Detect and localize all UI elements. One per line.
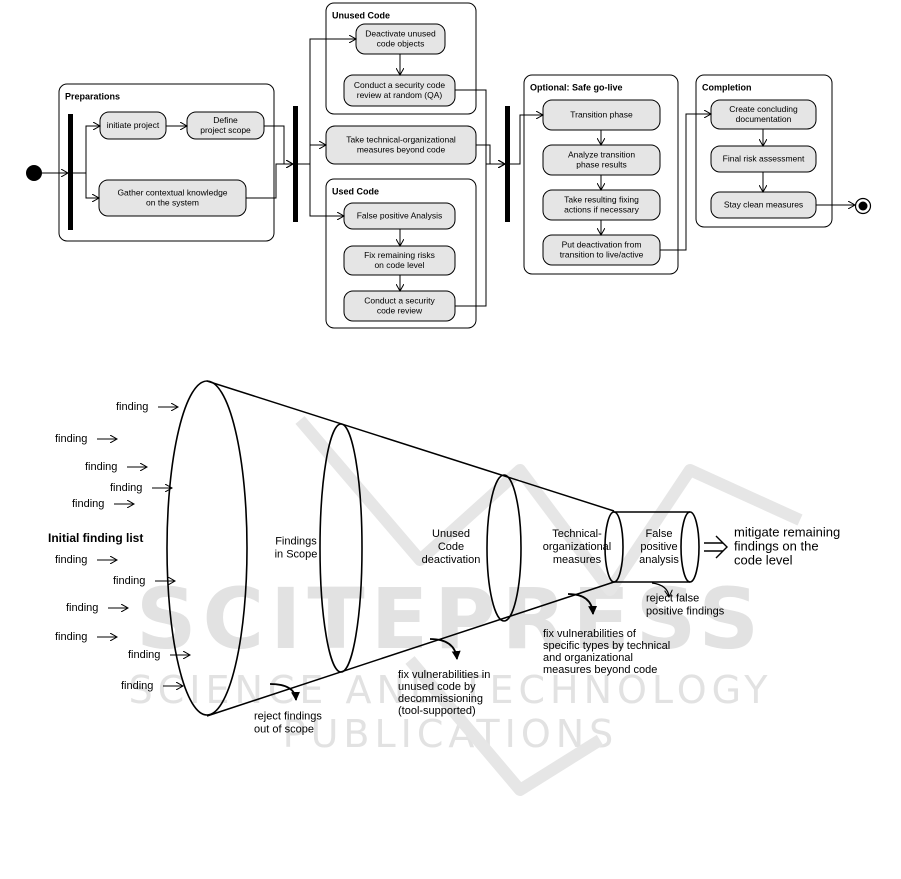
finding-label: finding bbox=[72, 498, 104, 510]
funnel-bottom-edge bbox=[206, 581, 615, 717]
flow-fork-unused bbox=[298, 39, 356, 165]
finding-label: finding bbox=[55, 554, 87, 566]
finding-label: finding bbox=[121, 680, 153, 692]
finding-label: finding bbox=[66, 602, 98, 614]
finding-label: finding bbox=[116, 401, 148, 413]
arrow-reject-false bbox=[651, 582, 669, 597]
arrow-fix-tech bbox=[567, 593, 598, 615]
action-final-risk-label: Final risk assessment bbox=[723, 153, 805, 163]
group-safe-go-live-title: Optional: Safe go-live bbox=[530, 82, 623, 92]
watermark-shape bbox=[295, 416, 803, 796]
end-node-inner bbox=[858, 201, 868, 211]
fork-bar-3 bbox=[505, 106, 510, 222]
action-false-positive-label: False positive Analysis bbox=[357, 210, 443, 220]
funnel-top-edge bbox=[206, 380, 615, 512]
flow-fork-transition bbox=[510, 115, 543, 165]
ellipse-unused bbox=[486, 474, 522, 622]
finding-label: finding bbox=[55, 433, 87, 445]
flow-fork-used bbox=[309, 164, 344, 216]
finding-label: finding bbox=[55, 631, 87, 643]
action-initiate-project-label: initiate project bbox=[107, 120, 160, 130]
fork-bar-2 bbox=[293, 106, 298, 222]
flow-tech-join bbox=[476, 144, 505, 164]
action-transition-phase-label: Transition phase bbox=[570, 109, 633, 119]
arrow-fix-unused bbox=[429, 638, 461, 660]
group-preparations bbox=[58, 83, 275, 242]
fork-bar-1 bbox=[68, 114, 73, 230]
flow-fork-initiate bbox=[73, 126, 100, 174]
initial-finding-list: Initial finding list bbox=[48, 531, 143, 545]
action-stay-clean-label: Stay clean measures bbox=[724, 199, 803, 209]
flow-gather-join bbox=[246, 164, 293, 199]
group-completion-title: Completion bbox=[702, 82, 752, 92]
group-preparations-title: Preparations bbox=[65, 91, 120, 101]
flow-used-join bbox=[455, 164, 505, 307]
group-unused-code-title: Unused Code bbox=[332, 10, 390, 20]
finding-label: finding bbox=[128, 649, 160, 661]
ellipse-initial bbox=[166, 380, 248, 716]
group-used-code-title: Used Code bbox=[332, 186, 379, 196]
ellipse-tube-right bbox=[680, 511, 700, 583]
finding-label: finding bbox=[113, 575, 145, 587]
ellipse-scope bbox=[319, 423, 363, 673]
finding-label: finding bbox=[85, 461, 117, 473]
ellipse-tube-left bbox=[604, 511, 624, 583]
flow-put-concluding bbox=[660, 114, 711, 251]
output-arrow-head bbox=[715, 535, 728, 559]
flow-fork-gather bbox=[85, 173, 99, 198]
finding-label: finding bbox=[110, 482, 142, 494]
arrow-reject-scope bbox=[269, 683, 300, 701]
start-node bbox=[26, 165, 42, 181]
